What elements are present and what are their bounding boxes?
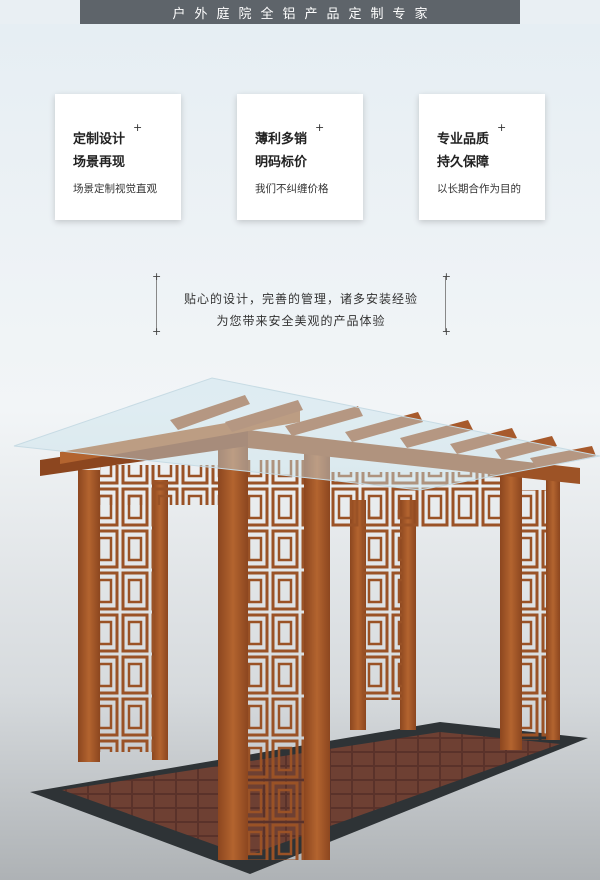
card-subtitle-3: 持久保障 [437,155,490,170]
tagline-line-2: 为您带来安全美观的产品体验 [216,314,386,328]
card-description-1: 场景定制视觉直观 [73,183,157,195]
card-description-2: 我们不纠缠价格 [255,183,329,195]
header-title: 户外庭院全铝产品定制专家 [172,6,437,22]
front-post [546,478,560,740]
crosshair-icon: + [152,270,162,283]
tagline-line-1: 贴心的设计，完善的管理，诸多安装经验 [183,292,418,306]
plus-icon: + [315,121,325,134]
front-post [304,440,330,860]
crosshair-icon: + [152,325,162,338]
plus-icon: + [497,121,507,134]
pergola-illustration [13,377,600,874]
rafter [225,400,303,432]
lattice-panel [246,460,306,860]
card-title-3: 专业品质 [437,132,490,147]
crosshair-icon: + [441,325,451,338]
rafter [495,436,557,460]
feature-card-quality: 专业品质 + 持久保障 以长期合作为目的 [419,94,545,220]
crosshair-icon: + [441,270,451,283]
rafter [170,395,250,430]
feature-card-price: 薄利多销 + 明码标价 我们不纠缠价格 [237,94,363,220]
front-post [500,468,522,750]
glass-roof [13,377,600,491]
roof-beam [248,430,580,484]
tagline-left-rule [156,276,157,332]
plus-icon: + [133,121,143,134]
back-post [152,480,168,760]
front-post [78,470,100,762]
card-title-1: 定制设计 [73,132,126,147]
card-description-3: 以长期合作为目的 [437,183,521,195]
back-post [400,500,416,730]
tagline-box: + + + + 贴心的设计，完善的管理，诸多安装经验 为您带来安全美观的产品体验 [152,271,451,337]
rafter [450,428,517,454]
lattice-panel [520,490,548,740]
lattice-panel [98,480,154,752]
rafter [285,406,363,436]
card-subtitle-1: 场景再现 [73,155,126,170]
front-post [218,432,248,860]
lattice-panel [362,510,402,700]
card-title-2: 薄利多销 [255,132,308,147]
header-banner: 户外庭院全铝产品定制专家 [80,0,520,24]
frieze-lattice [100,465,218,505]
tagline-right-rule [445,276,446,332]
rafter [345,412,423,442]
frieze-lattice [330,472,500,527]
feature-card-design: 定制设计 + 场景再现 场景定制视觉直观 [55,94,181,220]
card-subtitle-2: 明码标价 [255,155,308,170]
